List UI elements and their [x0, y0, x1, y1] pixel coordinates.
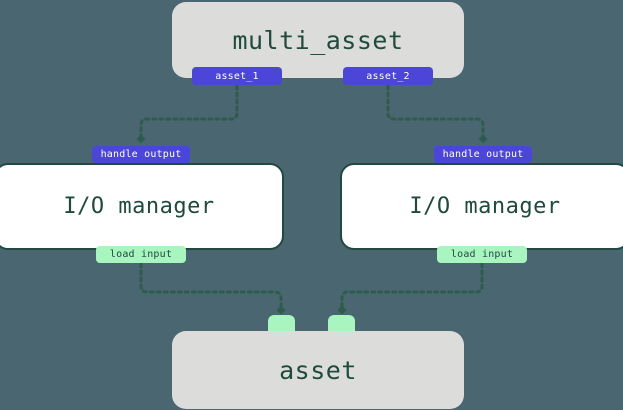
handle-asset-1[interactable]: asset_1 — [192, 67, 282, 85]
node-io-manager-right-label: I/O manager — [409, 194, 561, 219]
handle-load-input-right[interactable]: load input — [437, 246, 527, 263]
handle-handle-output-right-label: handle output — [442, 149, 524, 160]
handle-load-input-left-label: load input — [109, 249, 173, 260]
edge-asset-2-to-handle-output-right — [386, 84, 488, 144]
edge-load-input-right-to-asset-input-right — [337, 262, 484, 315]
node-asset[interactable]: asset — [172, 331, 464, 409]
handle-load-input-right-label: load input — [450, 249, 514, 260]
handle-load-input-left[interactable]: load input — [96, 246, 186, 263]
handle-handle-output-right[interactable]: handle output — [434, 146, 532, 163]
node-multi-asset-label: multi_asset — [232, 25, 404, 55]
node-io-manager-left-label: I/O manager — [63, 194, 215, 219]
edge-asset-1-to-handle-output-left — [136, 84, 239, 144]
handle-asset-1-label: asset_1 — [215, 70, 259, 82]
handle-asset-2[interactable]: asset_2 — [343, 67, 433, 85]
node-io-manager-left[interactable]: I/O manager — [0, 163, 284, 250]
node-asset-label: asset — [279, 355, 357, 385]
node-multi-asset[interactable]: multi_asset — [172, 2, 464, 78]
handle-handle-output-left[interactable]: handle output — [92, 146, 190, 163]
handle-asset-2-label: asset_2 — [366, 70, 410, 82]
handle-handle-output-left-label: handle output — [100, 149, 182, 160]
edge-load-input-left-to-asset-input-left — [139, 262, 286, 315]
node-io-manager-right[interactable]: I/O manager — [340, 163, 623, 250]
